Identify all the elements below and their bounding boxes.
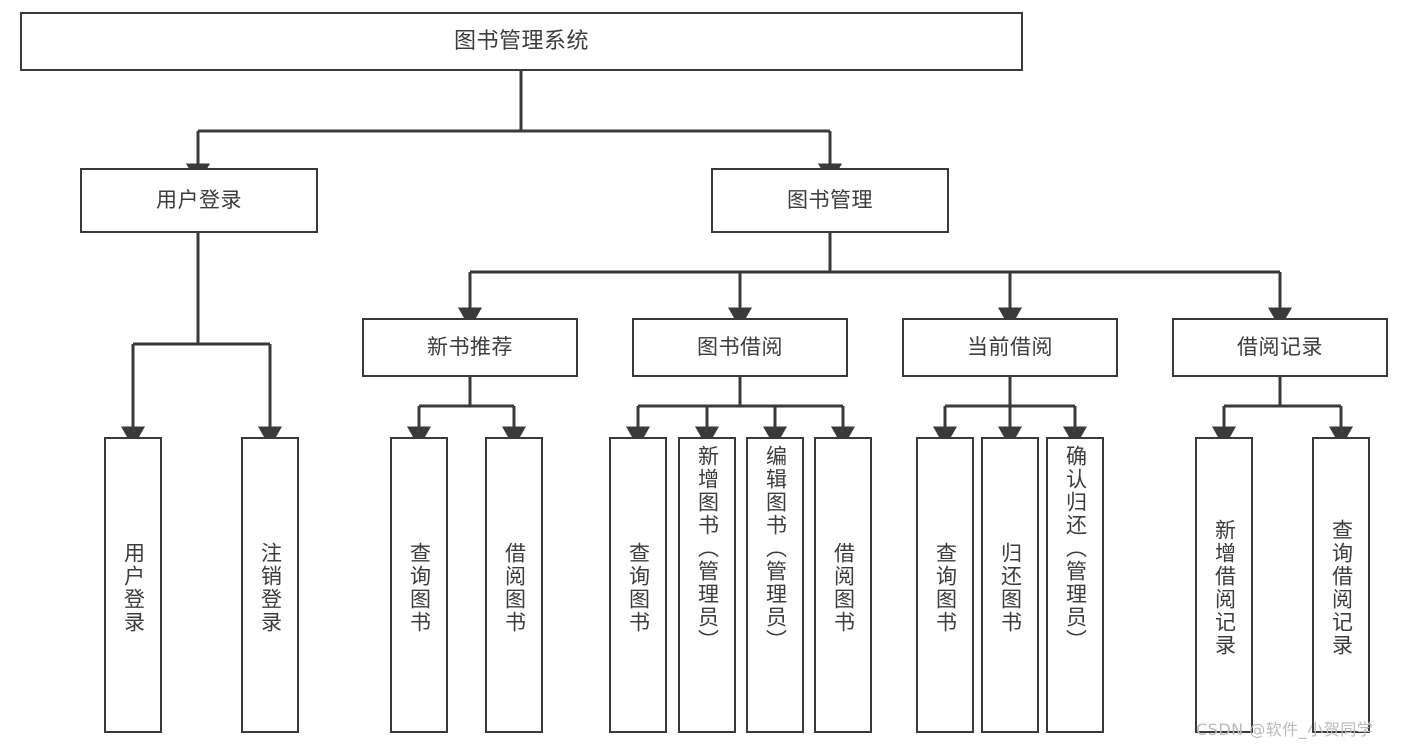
node-user-login[interactable]: 用户登录 — [80, 168, 318, 233]
node-user-login-label: 用户登录 — [156, 188, 242, 213]
node-leaf-query-book-3-label: 查询图书 — [933, 542, 958, 634]
node-leaf-user-login-label: 用户登录 — [121, 542, 146, 634]
node-borrow-record[interactable]: 借阅记录 — [1172, 318, 1388, 377]
node-leaf-user-logout[interactable]: 注销登录 — [241, 437, 299, 733]
node-book-borrow-label: 图书借阅 — [697, 335, 783, 360]
node-leaf-user-logout-label: 注销登录 — [258, 542, 283, 634]
node-leaf-edit-book[interactable]: 编辑图书（管理员） — [746, 437, 804, 733]
node-new-book-recommend-label: 新书推荐 — [427, 335, 513, 360]
node-leaf-query-book-1-label: 查询图书 — [407, 542, 432, 634]
node-leaf-query-book-2-label: 查询图书 — [626, 542, 651, 634]
node-leaf-query-book-2[interactable]: 查询图书 — [609, 437, 667, 733]
node-leaf-borrow-book-1[interactable]: 借阅图书 — [485, 437, 543, 733]
node-book-manage-label: 图书管理 — [787, 188, 873, 213]
node-leaf-query-book-1[interactable]: 查询图书 — [390, 437, 448, 733]
node-leaf-user-login[interactable]: 用户登录 — [104, 437, 162, 733]
node-leaf-add-book-label: 新增图书（管理员） — [695, 445, 720, 652]
node-leaf-add-record[interactable]: 新增借阅记录 — [1195, 437, 1253, 733]
node-book-borrow[interactable]: 图书借阅 — [632, 318, 848, 377]
node-root[interactable]: 图书管理系统 — [20, 12, 1023, 71]
node-leaf-borrow-book-2-label: 借阅图书 — [831, 542, 856, 634]
node-leaf-confirm-return-label: 确认归还（管理员） — [1063, 445, 1088, 652]
node-book-manage[interactable]: 图书管理 — [711, 168, 949, 233]
node-leaf-return-book[interactable]: 归还图书 — [981, 437, 1039, 733]
node-leaf-query-record-label: 查询借阅记录 — [1329, 519, 1354, 657]
node-root-label: 图书管理系统 — [453, 28, 589, 54]
node-leaf-borrow-book-2[interactable]: 借阅图书 — [814, 437, 872, 733]
node-leaf-query-record[interactable]: 查询借阅记录 — [1312, 437, 1370, 733]
node-leaf-add-record-label: 新增借阅记录 — [1212, 519, 1237, 657]
node-leaf-query-book-3[interactable]: 查询图书 — [916, 437, 974, 733]
node-new-book-recommend[interactable]: 新书推荐 — [362, 318, 578, 377]
node-borrow-record-label: 借阅记录 — [1237, 335, 1323, 360]
node-leaf-add-book[interactable]: 新增图书（管理员） — [678, 437, 736, 733]
node-leaf-confirm-return[interactable]: 确认归还（管理员） — [1046, 437, 1104, 733]
node-leaf-return-book-label: 归还图书 — [998, 542, 1023, 634]
node-current-borrow-label: 当前借阅 — [967, 335, 1053, 360]
node-leaf-borrow-book-1-label: 借阅图书 — [502, 542, 527, 634]
csdn-watermark: CSDN @软件_小贺同学 — [1196, 720, 1374, 739]
node-current-borrow[interactable]: 当前借阅 — [902, 318, 1118, 377]
node-leaf-edit-book-label: 编辑图书（管理员） — [763, 445, 788, 652]
